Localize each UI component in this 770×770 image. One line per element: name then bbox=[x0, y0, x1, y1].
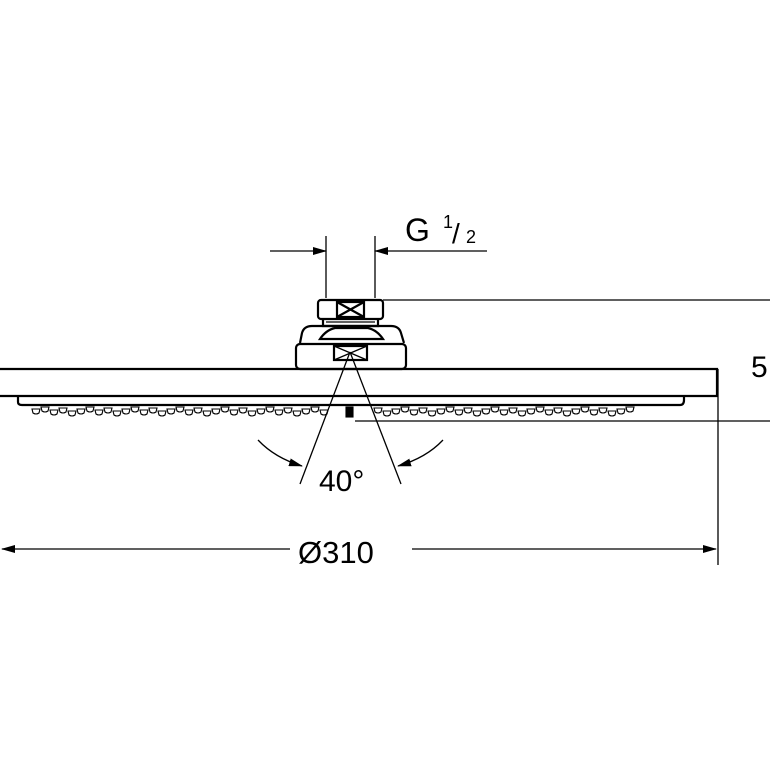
nozzle bbox=[202, 410, 212, 417]
nozzle bbox=[454, 409, 464, 416]
nozzle bbox=[94, 409, 104, 416]
nozzle bbox=[40, 406, 50, 413]
diameter-label: Ø310 bbox=[298, 535, 374, 570]
nozzle bbox=[265, 406, 275, 413]
nozzle bbox=[526, 408, 536, 415]
nozzle bbox=[211, 408, 221, 415]
extension-lines bbox=[355, 299, 770, 565]
nozzle bbox=[283, 407, 293, 414]
nozzle bbox=[400, 406, 410, 413]
nozzle bbox=[31, 408, 41, 415]
nozzle bbox=[121, 408, 131, 415]
thread-numerator: 1 bbox=[443, 212, 453, 232]
nozzle bbox=[580, 406, 590, 413]
nozzle bbox=[616, 408, 626, 415]
nozzle bbox=[310, 406, 320, 413]
nozzle bbox=[301, 408, 311, 415]
nozzle bbox=[382, 410, 392, 417]
nozzle bbox=[472, 410, 482, 417]
center-nozzle bbox=[345, 406, 354, 418]
nozzle bbox=[427, 410, 437, 417]
nozzle bbox=[571, 408, 581, 415]
nozzle bbox=[589, 409, 599, 416]
thread-slash: / bbox=[452, 218, 460, 249]
nozzle bbox=[418, 407, 428, 414]
shower-plate bbox=[0, 367, 719, 407]
nozzle bbox=[157, 410, 167, 417]
nozzle bbox=[373, 407, 383, 414]
nozzle bbox=[499, 409, 509, 416]
nozzle bbox=[562, 410, 572, 417]
nozzle bbox=[256, 408, 266, 415]
nozzle bbox=[274, 409, 284, 416]
nozzle bbox=[481, 408, 491, 415]
nozzle bbox=[184, 409, 194, 416]
nozzle bbox=[220, 406, 230, 413]
nozzle bbox=[76, 408, 86, 415]
nozzle bbox=[625, 406, 635, 413]
height-label-cut: 5 bbox=[751, 351, 768, 384]
nozzle bbox=[535, 406, 545, 413]
nozzle bbox=[58, 407, 68, 414]
thread-denominator: 2 bbox=[466, 227, 476, 247]
nozzle bbox=[148, 407, 158, 414]
nozzle bbox=[544, 409, 554, 416]
ball-joint-collar bbox=[294, 324, 408, 371]
nozzle bbox=[409, 409, 419, 416]
nozzle bbox=[598, 407, 608, 414]
nozzle bbox=[508, 407, 518, 414]
nozzle bbox=[490, 406, 500, 413]
nozzle bbox=[292, 410, 302, 417]
nozzle bbox=[553, 407, 563, 414]
nozzle bbox=[139, 409, 149, 416]
thread-label: G bbox=[405, 212, 430, 248]
nozzle bbox=[49, 409, 59, 416]
nozzle bbox=[166, 408, 176, 415]
nozzle bbox=[445, 406, 455, 413]
spray-angle-dimension bbox=[257, 351, 444, 485]
nozzle bbox=[175, 406, 185, 413]
nozzle bbox=[85, 406, 95, 413]
nozzle bbox=[229, 409, 239, 416]
nozzle bbox=[463, 407, 473, 414]
nozzle bbox=[607, 410, 617, 417]
nozzle bbox=[112, 410, 122, 417]
hex-nut bbox=[316, 298, 385, 328]
nozzle bbox=[247, 410, 257, 417]
nozzle bbox=[130, 406, 140, 413]
connector-pipe bbox=[325, 236, 376, 298]
nozzle bbox=[67, 410, 77, 417]
nozzle bbox=[238, 407, 248, 414]
nozzle bbox=[193, 407, 203, 414]
nozzle bbox=[103, 407, 113, 414]
nozzle bbox=[517, 410, 527, 417]
nozzle bbox=[391, 408, 401, 415]
angle-label: 40° bbox=[319, 465, 364, 498]
spray-nozzles bbox=[31, 406, 635, 418]
nozzle bbox=[436, 408, 446, 415]
